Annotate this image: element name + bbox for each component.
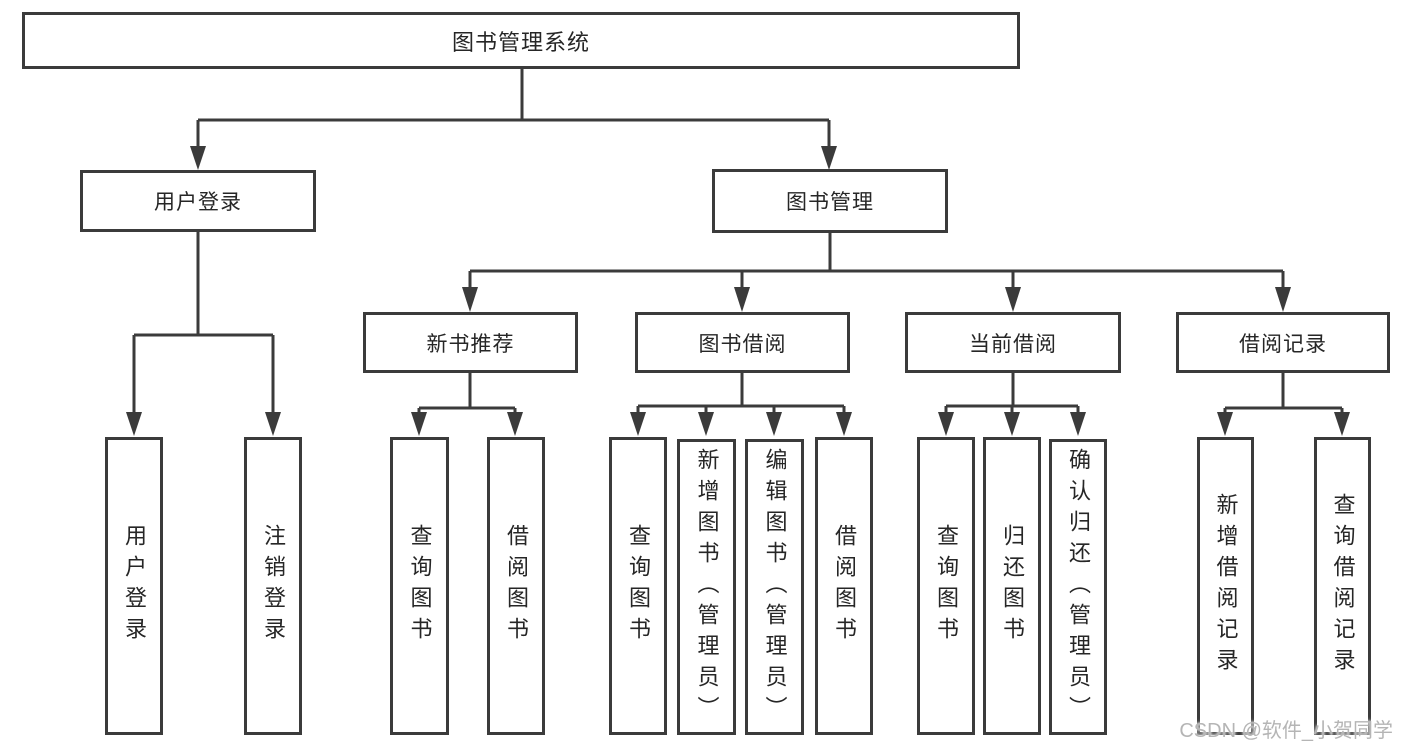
node-leaf-nb-query-book-label: 查询图书 <box>407 524 433 648</box>
node-leaf-bb-edit-book-admin-label: 编辑图书（管理员） <box>762 447 788 727</box>
node-root-label: 图书管理系统 <box>451 29 590 55</box>
node-borrow-record-label: 借阅记录 <box>1239 332 1327 356</box>
node-leaf-br-add-record: 新增借阅记录 <box>1197 437 1254 735</box>
node-leaf-cb-confirm-return-admin: 确认归还（管理员） <box>1049 439 1107 735</box>
node-current-borrow: 当前借阅 <box>905 312 1121 373</box>
connector-user-login <box>132 232 275 413</box>
node-leaf-nb-borrow-book: 借阅图书 <box>487 437 545 735</box>
node-leaf-br-add-record-label: 新增借阅记录 <box>1213 493 1239 679</box>
node-leaf-logout: 注销登录 <box>244 437 302 735</box>
node-book-borrow-label: 图书借阅 <box>698 332 787 356</box>
connector-book-borrow <box>636 373 846 413</box>
node-leaf-br-query-record-label: 查询借阅记录 <box>1330 493 1356 679</box>
connector-new-book <box>417 373 517 413</box>
node-root: 图书管理系统 <box>22 12 1020 69</box>
node-leaf-bb-edit-book-admin: 编辑图书（管理员） <box>745 439 804 735</box>
node-current-borrow-label: 当前借阅 <box>969 332 1057 356</box>
node-book-management: 图书管理 <box>712 169 948 233</box>
node-leaf-cb-confirm-return-admin-label: 确认归还（管理员） <box>1066 447 1091 727</box>
node-borrow-record: 借阅记录 <box>1176 312 1390 373</box>
node-leaf-nb-query-book: 查询图书 <box>390 437 449 735</box>
node-leaf-bb-borrow-book: 借阅图书 <box>815 437 873 735</box>
node-leaf-cb-return-book: 归还图书 <box>983 437 1041 735</box>
connector-root <box>196 69 831 148</box>
node-leaf-br-query-record: 查询借阅记录 <box>1314 437 1371 735</box>
node-book-borrow: 图书借阅 <box>635 312 850 373</box>
node-leaf-bb-query-book: 查询图书 <box>609 437 667 735</box>
connector-book-management <box>468 233 1285 289</box>
node-new-book-recommend-label: 新书推荐 <box>426 332 515 356</box>
node-leaf-user-login: 用户登录 <box>105 437 163 735</box>
watermark-text: CSDN @软件_小贺同学 <box>1179 720 1393 742</box>
node-leaf-bb-query-book-label: 查询图书 <box>626 524 651 648</box>
node-leaf-bb-borrow-book-label: 借阅图书 <box>832 524 857 648</box>
node-leaf-logout-label: 注销登录 <box>261 524 286 648</box>
node-leaf-cb-query-book: 查询图书 <box>917 437 975 735</box>
node-leaf-bb-add-book-admin: 新增图书（管理员） <box>677 439 736 735</box>
arrowheads <box>126 146 1350 436</box>
connector-borrow-record <box>1223 373 1344 413</box>
node-new-book-recommend: 新书推荐 <box>363 312 578 373</box>
node-leaf-cb-query-book-label: 查询图书 <box>934 524 959 648</box>
node-user-login-label: 用户登录 <box>154 191 242 214</box>
node-leaf-cb-return-book-label: 归还图书 <box>1000 524 1025 648</box>
node-leaf-nb-borrow-book-label: 借阅图书 <box>504 524 529 648</box>
node-leaf-user-login-label: 用户登录 <box>122 524 147 648</box>
node-leaf-bb-add-book-admin-label: 新增图书（管理员） <box>694 447 720 727</box>
connector-current-borrow <box>944 373 1080 413</box>
node-user-login: 用户登录 <box>80 170 316 232</box>
node-book-management-label: 图书管理 <box>786 191 874 214</box>
